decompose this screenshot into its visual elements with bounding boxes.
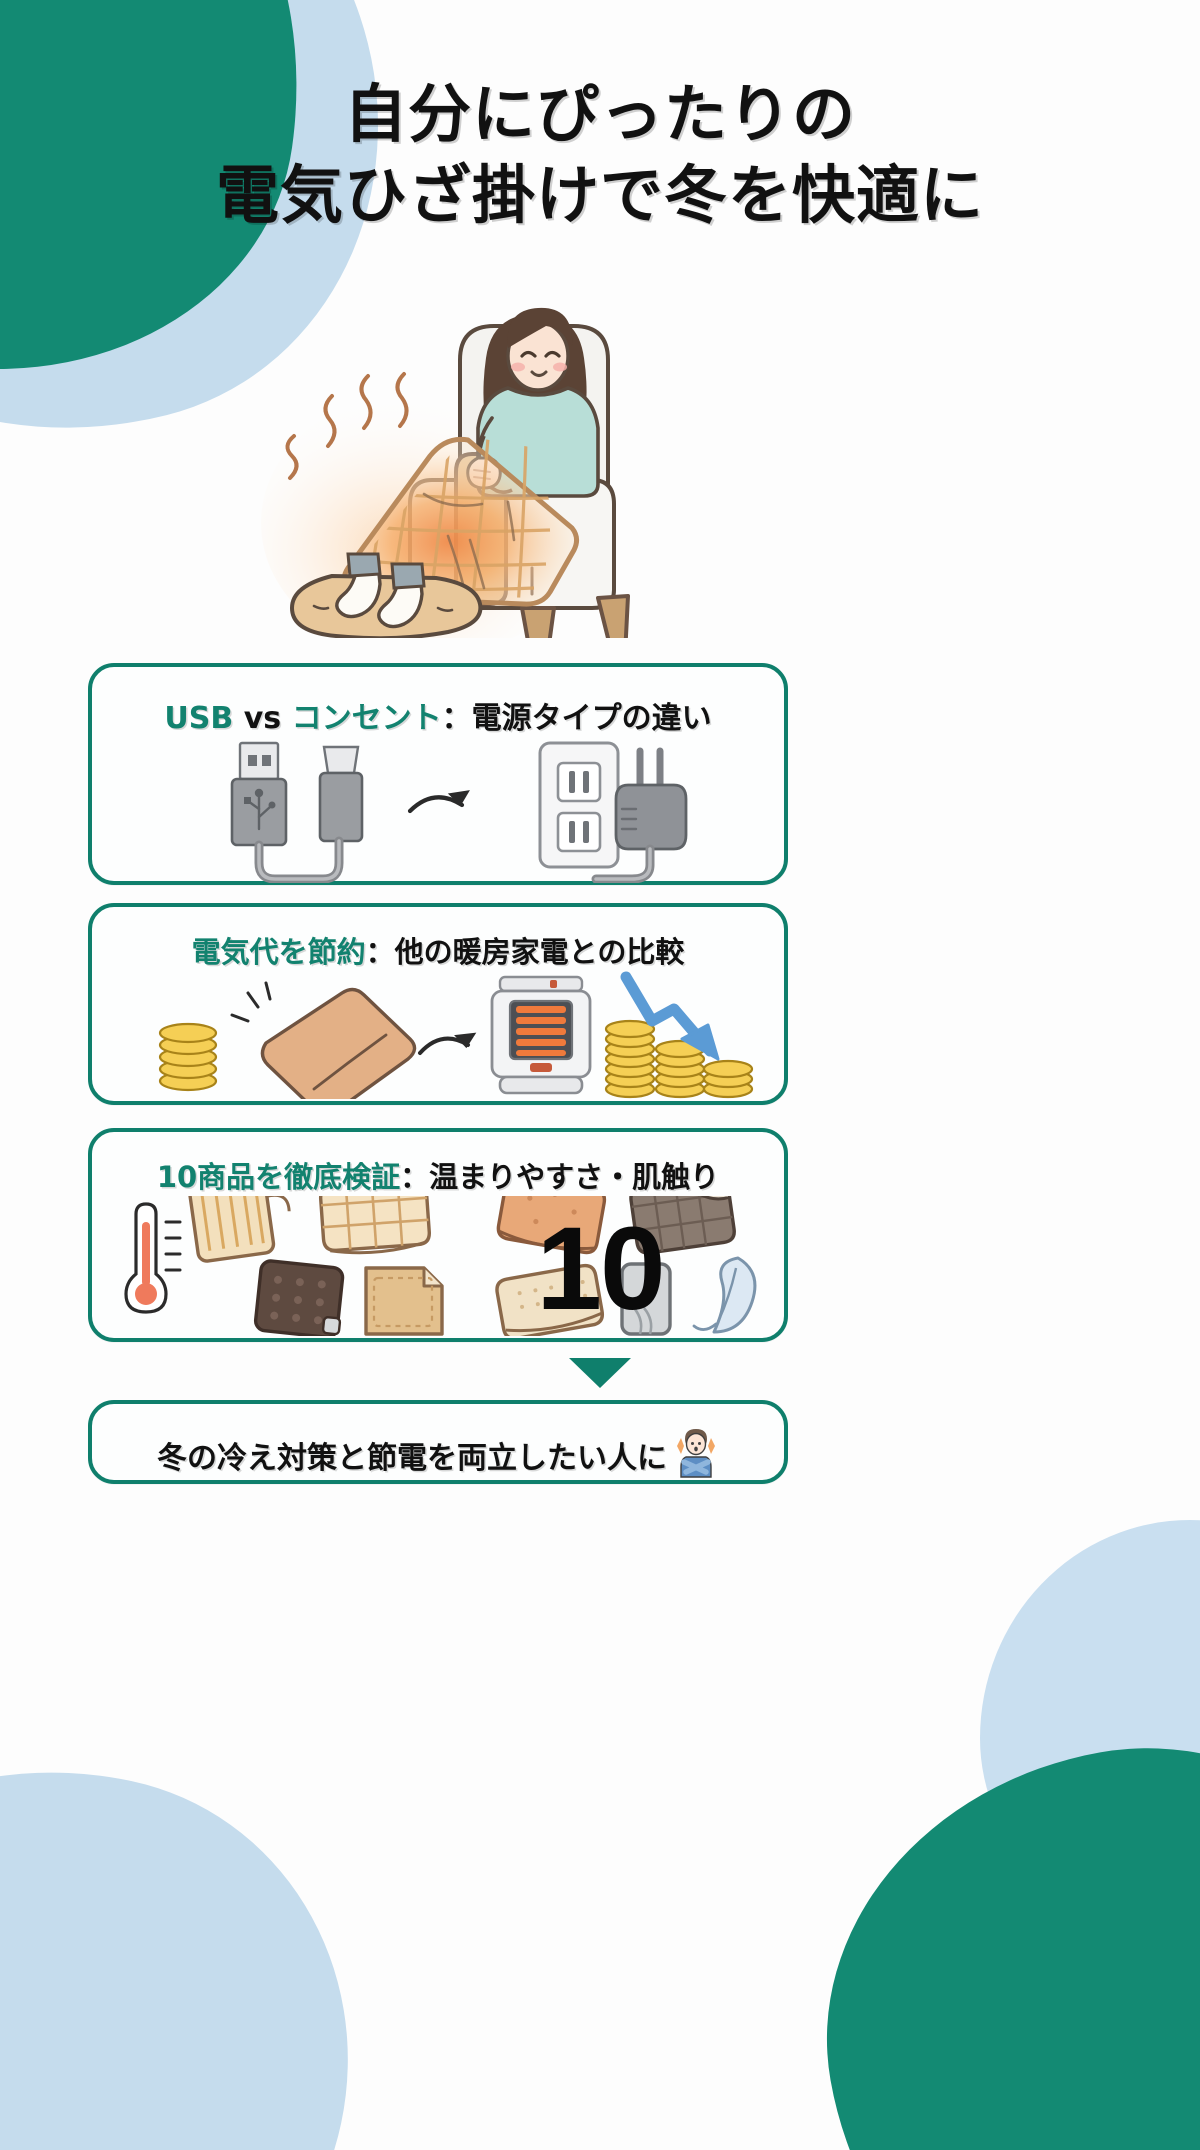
right-arrow-icon	[407, 790, 470, 814]
card3-title-part-2: ：温まりやすさ・肌触り	[400, 1160, 720, 1194]
card1-title-part-1: USB	[164, 701, 234, 736]
feather-icon	[692, 1256, 757, 1334]
card1-art-usb-cable-and-outlet	[92, 737, 784, 883]
card4-title-text: 冬の冷え対策と節電を両立したい人に	[157, 1441, 667, 1476]
power-plug-icon	[591, 747, 688, 883]
decorative-blob-bottom-left-blue	[0, 1713, 402, 2150]
coin-stacks-descending-icon	[604, 1019, 754, 1099]
card3-title-part-1: 10商品を徹底検証	[156, 1160, 401, 1194]
grey-woven-blanket-icon	[629, 1196, 736, 1255]
page-title-line-2: 電気ひざ掛けで冬を快適に	[216, 158, 984, 232]
decorative-blob-mid-right-blue	[980, 1520, 1200, 1940]
heated-pad-icon	[187, 1196, 291, 1263]
cream-textured-blanket-icon	[495, 1263, 605, 1336]
electric-heater-icon	[490, 975, 592, 1095]
thermometer-icon	[124, 1202, 182, 1314]
orange-speckled-blanket-icon	[496, 1196, 607, 1255]
card3-title: 10商品を徹底検証：温まりやすさ・肌触り	[92, 1154, 784, 1196]
card2-title: 電気代を節約：他の暖房家電との比較	[92, 929, 784, 971]
page-title: 自分にぴったりの 電気ひざ掛けで冬を快適に	[0, 75, 1200, 236]
card1-title-part-4: ：電源タイプの違い	[441, 701, 712, 736]
card2-art-coins-blanket-heater	[92, 971, 784, 1099]
hero-illustration	[236, 268, 706, 638]
product-count-number: 10	[536, 1203, 665, 1335]
page-title-line-1: 自分にぴったりの	[344, 78, 856, 151]
card-usb-vs-outlet[interactable]: USB vs コンセント：電源タイプの違い	[88, 663, 788, 885]
right-arrow-icon	[418, 1032, 477, 1055]
card2-title-part-2: ：他の暖房家電との比較	[365, 935, 685, 969]
grey-rolled-blanket-icon	[620, 1262, 672, 1336]
dark-dotted-blanket-icon	[253, 1259, 345, 1336]
card-ten-products-review[interactable]: 10商品を徹底検証：温まりやすさ・肌触り	[88, 1128, 788, 1342]
person-arms-crossed-icon	[673, 1426, 719, 1486]
card3-art-product-grid	[92, 1196, 784, 1336]
tan-folded-sheet-icon	[364, 1266, 444, 1336]
card1-title-part-3: コンセント	[291, 701, 442, 736]
card1-title: USB vs コンセント：電源タイプの違い	[92, 693, 784, 737]
quilted-blanket-icon	[319, 1196, 431, 1255]
card4-title: 冬の冷え対策と節電を両立したい人に	[92, 1426, 784, 1486]
card2-title-part-1: 電気代を節約	[191, 935, 366, 969]
cost-decrease-arrow-icon	[620, 971, 720, 1061]
folded-blanket-icon	[230, 981, 417, 1099]
coin-stack-small-icon	[158, 1022, 218, 1092]
wall-outlet-icon	[538, 741, 620, 869]
flow-down-arrow-icon	[569, 1358, 631, 1388]
usb-cable-icon	[230, 741, 364, 883]
decorative-blob-bottom-right-teal	[782, 1700, 1200, 2150]
card-electricity-cost-comparison[interactable]: 電気代を節約：他の暖房家電との比較	[88, 903, 788, 1105]
card-target-audience[interactable]: 冬の冷え対策と節電を両立したい人に	[88, 1400, 788, 1484]
card1-title-part-2: vs	[233, 701, 292, 736]
